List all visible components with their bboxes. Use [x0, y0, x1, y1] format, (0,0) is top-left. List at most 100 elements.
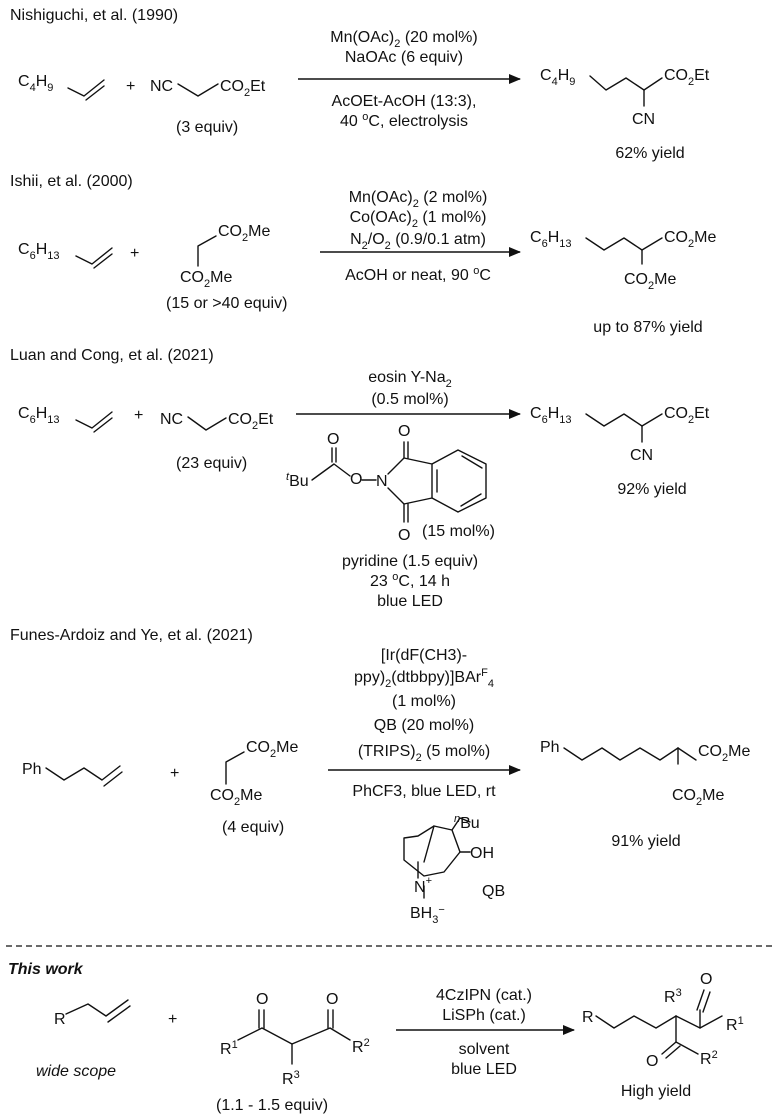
- condition-above: QB (20 mol%): [374, 717, 474, 734]
- bicyclic-ring: [403, 825, 461, 877]
- condition-below: blue LED: [451, 1061, 517, 1078]
- reactant-r: R: [54, 1011, 66, 1028]
- scheme-ishii: Ishii, et al. (2000) C6H13 + CO2Me CO2Me…: [10, 173, 716, 336]
- r3-label: R3: [664, 987, 682, 1006]
- condition-above: (0.5 mol%): [371, 391, 448, 408]
- plus-sign: +: [130, 245, 139, 262]
- scheme-title: Luan and Cong, et al. (2021): [10, 347, 214, 364]
- bond: [675, 1015, 723, 1029]
- condition-above: Co(OAc)2 (1 mol%): [350, 209, 487, 230]
- condition-above: (1 mol%): [392, 693, 456, 710]
- atom-label: O: [700, 971, 712, 988]
- plus-sign: +: [134, 407, 143, 424]
- product-alkyl: C6H13: [530, 405, 572, 426]
- atom-label: O: [350, 471, 362, 488]
- reagent-amount: (3 equiv): [176, 119, 238, 136]
- bond: [665, 1045, 681, 1059]
- r2-label: R2: [700, 1049, 718, 1068]
- bond: [460, 493, 482, 507]
- reagent-co2me-top: CO2Me: [246, 739, 298, 760]
- alkene-double-bond: [93, 253, 113, 269]
- reagent-amount: (4 equiv): [222, 819, 284, 836]
- alkene-double-bond: [85, 85, 105, 101]
- condition-above: 4CzIPN (cat.): [436, 987, 532, 1004]
- reagent-amount: (23 equiv): [176, 455, 247, 472]
- product-co2et: CO2Et: [664, 67, 710, 88]
- reagent-bonds: [225, 751, 245, 785]
- atom-label: O: [327, 431, 339, 448]
- product-bond: [641, 237, 663, 251]
- scheme-luan-cong: Luan and Cong, et al. (2021) C6H13 + NC …: [10, 347, 710, 610]
- product-co2me-top: CO2Me: [664, 229, 716, 250]
- reagent-co2et: CO2Et: [228, 411, 274, 432]
- alkene-bonds: [65, 999, 129, 1017]
- product-cn: CN: [632, 111, 655, 128]
- product-chain: [585, 237, 643, 251]
- alkene-double-bond: [103, 771, 123, 787]
- r3-label: R3: [282, 1069, 300, 1088]
- condition-below: AcOH or neat, 90 oC: [345, 265, 491, 284]
- bond: [311, 463, 351, 481]
- alkene-bonds: [75, 411, 113, 429]
- condition-above: ppy)2(dtbbpy)]BArF4: [354, 667, 494, 690]
- product-r: R: [582, 1009, 594, 1026]
- reagent-co2et: CO2Et: [220, 78, 266, 99]
- scheme-funes-ardoiz-ye: Funes-Ardoiz and Ye, et al. (2021) Ph + …: [10, 627, 750, 926]
- qb-structure: nBu OH N+ BH3− QB: [403, 813, 505, 926]
- condition-above: NaOAc (6 equiv): [345, 49, 463, 66]
- bond: [403, 457, 433, 505]
- product-bond: [677, 747, 697, 761]
- product-chain: [589, 75, 645, 91]
- reactant-alkyl: C6H13: [18, 241, 60, 262]
- bond: [696, 989, 705, 1011]
- condition-above: LiSPh (cat.): [442, 1007, 526, 1024]
- condition-below: blue LED: [377, 593, 443, 610]
- product-cn: CN: [630, 447, 653, 464]
- plus-sign: +: [126, 78, 135, 95]
- reagent-bonds: [197, 235, 217, 267]
- scheme-nishiguchi: Nishiguchi, et al. (1990) C4H9 + NC CO2E…: [10, 7, 710, 162]
- product-alkyl: C6H13: [530, 229, 572, 250]
- atom-label: O: [398, 423, 410, 440]
- r2-label: R2: [352, 1037, 370, 1056]
- alkene-bonds: [75, 247, 113, 265]
- scheme-title: Nishiguchi, et al. (1990): [10, 7, 178, 24]
- reactant-ph: Ph: [22, 761, 42, 778]
- atom-label: O: [398, 527, 410, 544]
- bond: [451, 817, 471, 831]
- product-bond: [641, 413, 663, 427]
- benzene-ring: [431, 449, 487, 513]
- scheme-this-work: This work R wide scope + O O R1 R2 R3 (1…: [8, 961, 744, 1114]
- atom-label: BH3−: [410, 904, 445, 926]
- qb-label: QB: [482, 883, 505, 900]
- condition-above: N2/O2 (0.9/0.1 atm): [350, 231, 486, 252]
- plus-sign: +: [170, 765, 179, 782]
- reagent-bonds: [177, 83, 219, 97]
- yield: High yield: [621, 1083, 691, 1100]
- bond: [237, 1027, 351, 1045]
- atom-label: N+: [414, 875, 432, 896]
- product-chain: [595, 1015, 677, 1029]
- condition-below: 23 oC, 14 h: [370, 571, 450, 590]
- this-work-title: This work: [8, 961, 84, 978]
- condition-below: 40 oC, electrolysis: [340, 111, 468, 130]
- product-ph: Ph: [540, 739, 560, 756]
- atom-label: O: [256, 991, 268, 1008]
- atom-label: O: [326, 991, 338, 1008]
- r1-label: R1: [726, 1015, 744, 1034]
- scheme-title: Funes-Ardoiz and Ye, et al. (2021): [10, 627, 253, 644]
- yield: up to 87% yield: [593, 319, 702, 336]
- alkene-double-bond: [107, 1005, 131, 1023]
- alkene-bonds: [67, 79, 105, 97]
- condition-above: [Ir(dF(CH3)-: [381, 647, 467, 664]
- yield: 91% yield: [611, 833, 680, 850]
- reactant-alkyl: C6H13: [18, 405, 60, 426]
- nbu-label: nBu: [454, 813, 480, 832]
- product-co2me-bottom: CO2Me: [624, 271, 676, 292]
- reagent-co2me-bottom: CO2Me: [180, 269, 232, 290]
- alkene-bonds: [45, 765, 121, 781]
- condition-above: eosin Y-Na2: [368, 369, 452, 390]
- product-co2et: CO2Et: [664, 405, 710, 426]
- reactant-label: wide scope: [36, 1063, 116, 1080]
- reagent-co2me-top: CO2Me: [218, 223, 270, 244]
